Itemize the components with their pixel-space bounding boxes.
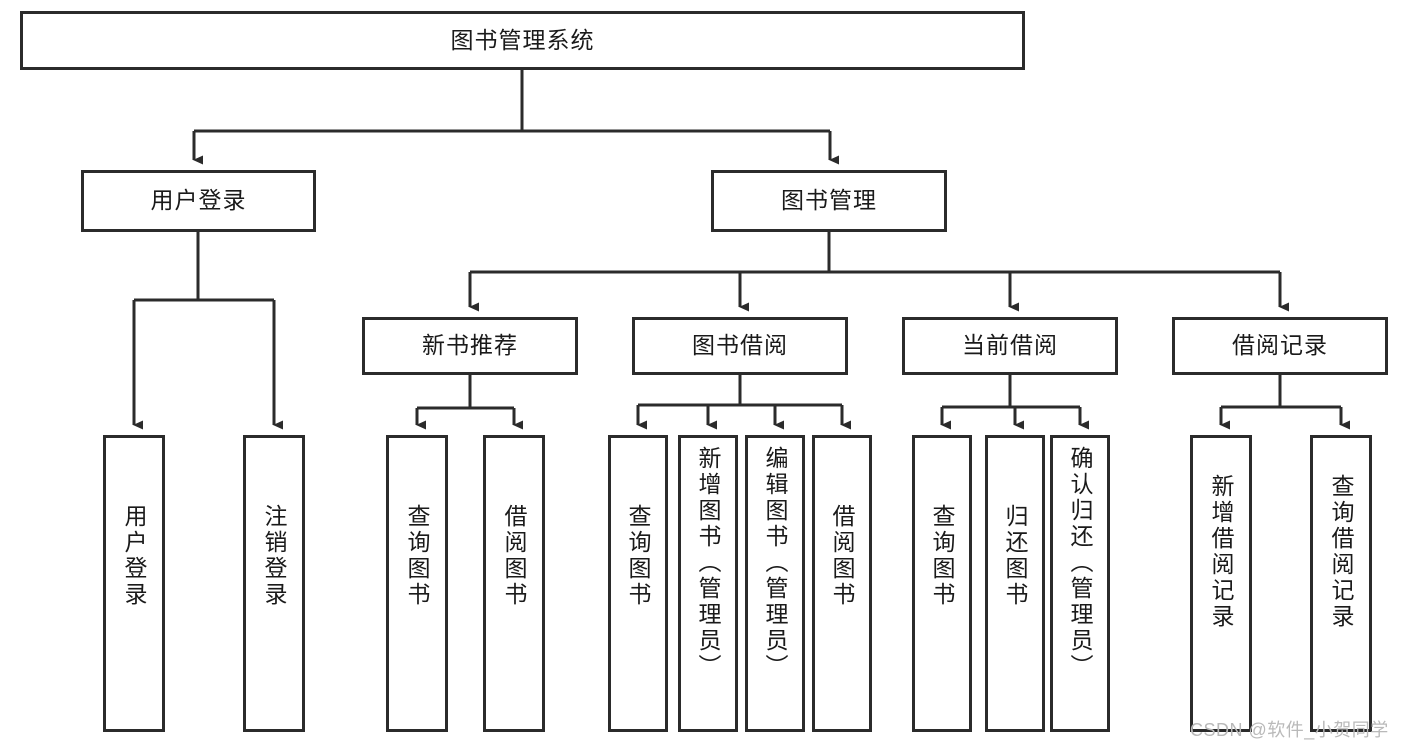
- node-borrow-record[interactable]: 借阅记录: [1172, 317, 1388, 375]
- node-leaf-return-book-label: 归还图书: [1002, 504, 1029, 608]
- node-leaf-user-login[interactable]: 用户登录: [103, 435, 165, 732]
- node-leaf-edit-book-admin[interactable]: 编辑图书（管理员）: [745, 435, 805, 732]
- node-user-login[interactable]: 用户登录: [81, 170, 316, 232]
- node-leaf-query-book-1-label: 查询图书: [404, 504, 431, 608]
- node-book-manage[interactable]: 图书管理: [711, 170, 947, 232]
- node-leaf-confirm-return-admin[interactable]: 确认归还（管理员）: [1050, 435, 1110, 732]
- node-leaf-confirm-return-admin-label: 确认归还（管理员）: [1067, 446, 1094, 680]
- node-new-book-recommend-label: 新书推荐: [422, 332, 518, 359]
- node-leaf-user-login-label: 用户登录: [121, 504, 148, 608]
- node-leaf-query-borrow-record-label: 查询借阅记录: [1328, 474, 1355, 630]
- node-new-book-recommend[interactable]: 新书推荐: [362, 317, 578, 375]
- node-book-borrow[interactable]: 图书借阅: [632, 317, 848, 375]
- node-leaf-logout-login[interactable]: 注销登录: [243, 435, 305, 732]
- node-book-borrow-label: 图书借阅: [692, 332, 788, 359]
- node-leaf-query-book-2-label: 查询图书: [625, 504, 652, 608]
- node-leaf-add-book-admin[interactable]: 新增图书（管理员）: [678, 435, 738, 732]
- node-leaf-add-borrow-record-label: 新增借阅记录: [1208, 474, 1235, 630]
- node-leaf-query-borrow-record[interactable]: 查询借阅记录: [1310, 435, 1372, 732]
- csdn-watermark: CSDN @软件_小贺同学: [1190, 716, 1389, 742]
- node-borrow-record-label: 借阅记录: [1232, 332, 1328, 359]
- node-root[interactable]: 图书管理系统: [20, 11, 1025, 70]
- node-leaf-borrow-book-2[interactable]: 借阅图书: [812, 435, 872, 732]
- node-leaf-query-book-3[interactable]: 查询图书: [912, 435, 972, 732]
- node-leaf-borrow-book-1[interactable]: 借阅图书: [483, 435, 545, 732]
- node-leaf-logout-login-label: 注销登录: [261, 504, 288, 608]
- node-leaf-return-book[interactable]: 归还图书: [985, 435, 1045, 732]
- node-root-label: 图书管理系统: [450, 26, 595, 53]
- node-leaf-query-book-3-label: 查询图书: [929, 504, 956, 608]
- node-leaf-query-book-2[interactable]: 查询图书: [608, 435, 668, 732]
- node-book-manage-label: 图书管理: [781, 187, 877, 214]
- node-leaf-add-book-admin-label: 新增图书（管理员）: [695, 446, 722, 680]
- node-leaf-edit-book-admin-label: 编辑图书（管理员）: [762, 446, 789, 680]
- node-leaf-add-borrow-record[interactable]: 新增借阅记录: [1190, 435, 1252, 732]
- node-leaf-query-book-1[interactable]: 查询图书: [386, 435, 448, 732]
- node-user-login-label: 用户登录: [150, 187, 247, 214]
- node-current-borrow[interactable]: 当前借阅: [902, 317, 1118, 375]
- node-leaf-borrow-book-1-label: 借阅图书: [501, 504, 528, 608]
- csdn-watermark-text: CSDN @软件_小贺同学: [1190, 720, 1389, 740]
- node-leaf-borrow-book-2-label: 借阅图书: [829, 504, 856, 608]
- node-current-borrow-label: 当前借阅: [962, 332, 1058, 359]
